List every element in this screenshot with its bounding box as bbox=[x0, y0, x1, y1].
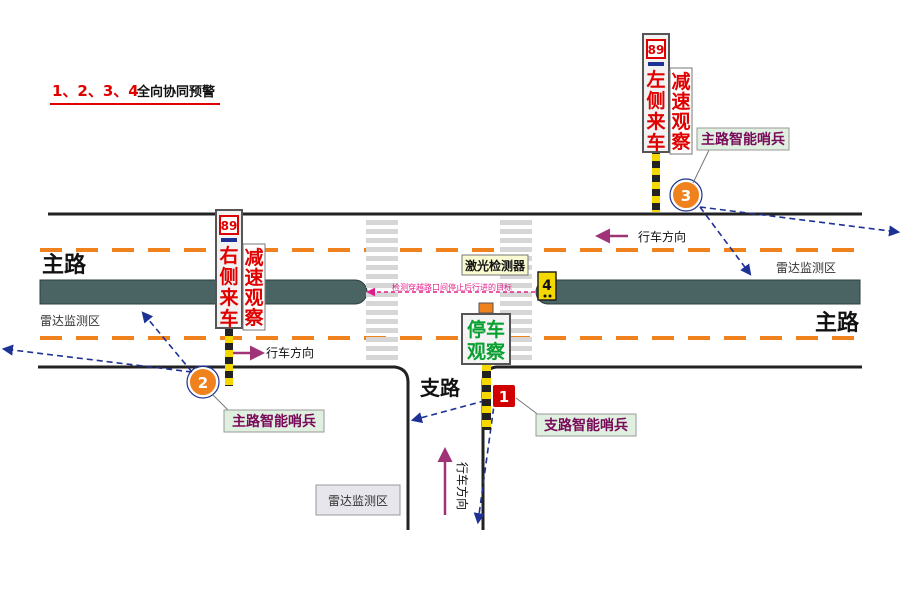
laser-detector-label: 激光检测器 bbox=[465, 258, 526, 273]
crosswalk-stripe bbox=[500, 319, 532, 324]
crosswalk-stripe bbox=[366, 247, 398, 252]
sign-char: 侧 bbox=[646, 90, 665, 112]
crosswalk-stripe bbox=[500, 355, 532, 360]
laser-beam: 检测穿越路口间停止后行进的目标 bbox=[366, 282, 535, 297]
speed-display-top: 89 bbox=[648, 43, 665, 57]
sign-char: 车 bbox=[646, 131, 665, 154]
sign-char: 侧 bbox=[219, 266, 238, 288]
direction-bottom-label: 行车方向 bbox=[266, 345, 314, 360]
crosswalk-stripe bbox=[500, 247, 532, 252]
speed-display-left: 89 bbox=[221, 219, 238, 233]
crosswalk-stripe bbox=[366, 310, 398, 315]
radar-label-top-right: 雷达监测区 bbox=[776, 261, 836, 275]
badge-2-number: 2 bbox=[198, 374, 208, 392]
sign-stop-observe: 停车 观察 bbox=[461, 302, 511, 430]
sign-char: 观 bbox=[244, 287, 263, 309]
badge-3-number: 3 bbox=[681, 187, 691, 205]
crosswalk-stripe bbox=[366, 229, 398, 234]
direction-bottom-left: 行车方向 bbox=[232, 345, 314, 361]
sign-char: 来 bbox=[219, 287, 238, 309]
main-road-label-right: 主路 bbox=[815, 310, 860, 336]
crosswalk-stripe bbox=[366, 220, 398, 225]
direction-top: 行车方向 bbox=[595, 228, 686, 244]
badge-3: 3 bbox=[669, 178, 703, 212]
crosswalk-stripe bbox=[366, 346, 398, 351]
crosswalk-stripe bbox=[500, 301, 532, 306]
laser-beam-text: 检测穿越路口间停止后行进的目标 bbox=[392, 282, 512, 292]
laser-badge-number: 4 bbox=[542, 278, 552, 294]
badge-1-number: 1 bbox=[499, 388, 509, 406]
crosswalk-stripe bbox=[500, 337, 532, 342]
badge-2: 2 bbox=[186, 365, 220, 399]
main-road-label-left: 主路 bbox=[42, 252, 87, 278]
callout-branch: 支路智能哨兵 bbox=[515, 397, 637, 437]
sentinel-label-main-left: 主路智能哨兵 bbox=[232, 413, 316, 430]
sign-char: 察 bbox=[671, 130, 691, 153]
crosswalk-stripe bbox=[366, 256, 398, 261]
legend-title: 全向协同预警 bbox=[136, 84, 215, 100]
sign-char: 减 bbox=[244, 246, 263, 269]
crosswalks bbox=[366, 220, 532, 360]
crosswalk-stripe bbox=[366, 328, 398, 333]
radar-arrows bbox=[1, 206, 900, 525]
crosswalk-stripe bbox=[366, 319, 398, 324]
sign-char: 速 bbox=[244, 266, 263, 289]
legend: 1、2、3、4 全向协同预警 bbox=[50, 82, 220, 105]
crosswalk-stripe bbox=[366, 337, 398, 342]
badge-1: 1 bbox=[491, 383, 517, 409]
radar-label-bottom: 雷达监测区 bbox=[328, 494, 388, 508]
sign-char: 来 bbox=[646, 111, 665, 133]
sign-char: 右 bbox=[218, 244, 238, 267]
sign-char: 停车 bbox=[467, 318, 505, 341]
legend-numbers: 1、2、3、4 bbox=[52, 82, 139, 100]
crosswalk-stripe bbox=[366, 238, 398, 243]
sign-char: 减 bbox=[671, 70, 690, 93]
crosswalk-stripe bbox=[500, 229, 532, 234]
crosswalk-stripe bbox=[366, 355, 398, 360]
median-strips bbox=[39, 279, 861, 305]
radar-box-bottom: 雷达监测区 bbox=[315, 484, 401, 516]
sign-char: 车 bbox=[219, 307, 238, 330]
laser-detector: 激光检测器 4 bbox=[461, 254, 557, 301]
sign-right-incoming: 89 右 侧 来 车 减 速 观 察 bbox=[215, 209, 266, 386]
sentinel-label-branch: 支路智能哨兵 bbox=[543, 417, 628, 434]
branch-road-label: 支路 bbox=[420, 376, 461, 400]
crosswalk-stripe bbox=[500, 292, 532, 297]
direction-branch-label: 行车方向 bbox=[455, 462, 470, 510]
sign-left-incoming: 89 左 侧 来 车 减 速 观 察 bbox=[642, 33, 693, 212]
sentinel-label-main-right: 主路智能哨兵 bbox=[701, 131, 785, 148]
crosswalk-stripe bbox=[500, 238, 532, 243]
crosswalk-stripe bbox=[366, 283, 398, 288]
callout-main-left: 主路智能哨兵 bbox=[211, 393, 325, 433]
sign-char: 观察 bbox=[467, 340, 506, 363]
crosswalk-stripe bbox=[500, 346, 532, 351]
crosswalk-stripe bbox=[500, 220, 532, 225]
sign-char: 左 bbox=[646, 68, 665, 91]
sign-char: 察 bbox=[244, 306, 264, 329]
crosswalk-stripe bbox=[500, 310, 532, 315]
crosswalk-stripe bbox=[366, 301, 398, 306]
crosswalk-stripe bbox=[500, 283, 532, 288]
road-edges bbox=[38, 212, 862, 530]
crosswalk-stripe bbox=[500, 274, 532, 279]
crosswalk-stripe bbox=[500, 328, 532, 333]
sign-char: 速 bbox=[671, 90, 690, 113]
crosswalk-stripe bbox=[366, 292, 398, 297]
callout-main-right: 主路智能哨兵 bbox=[692, 127, 790, 184]
crosswalk-stripe bbox=[366, 274, 398, 279]
direction-top-label: 行车方向 bbox=[638, 229, 686, 244]
lane-dashed-lines bbox=[40, 248, 862, 340]
sign-char: 观 bbox=[671, 111, 690, 133]
crosswalk-stripe bbox=[366, 265, 398, 270]
radar-label-left: 雷达监测区 bbox=[40, 314, 100, 328]
direction-branch: 行车方向 bbox=[437, 447, 470, 515]
